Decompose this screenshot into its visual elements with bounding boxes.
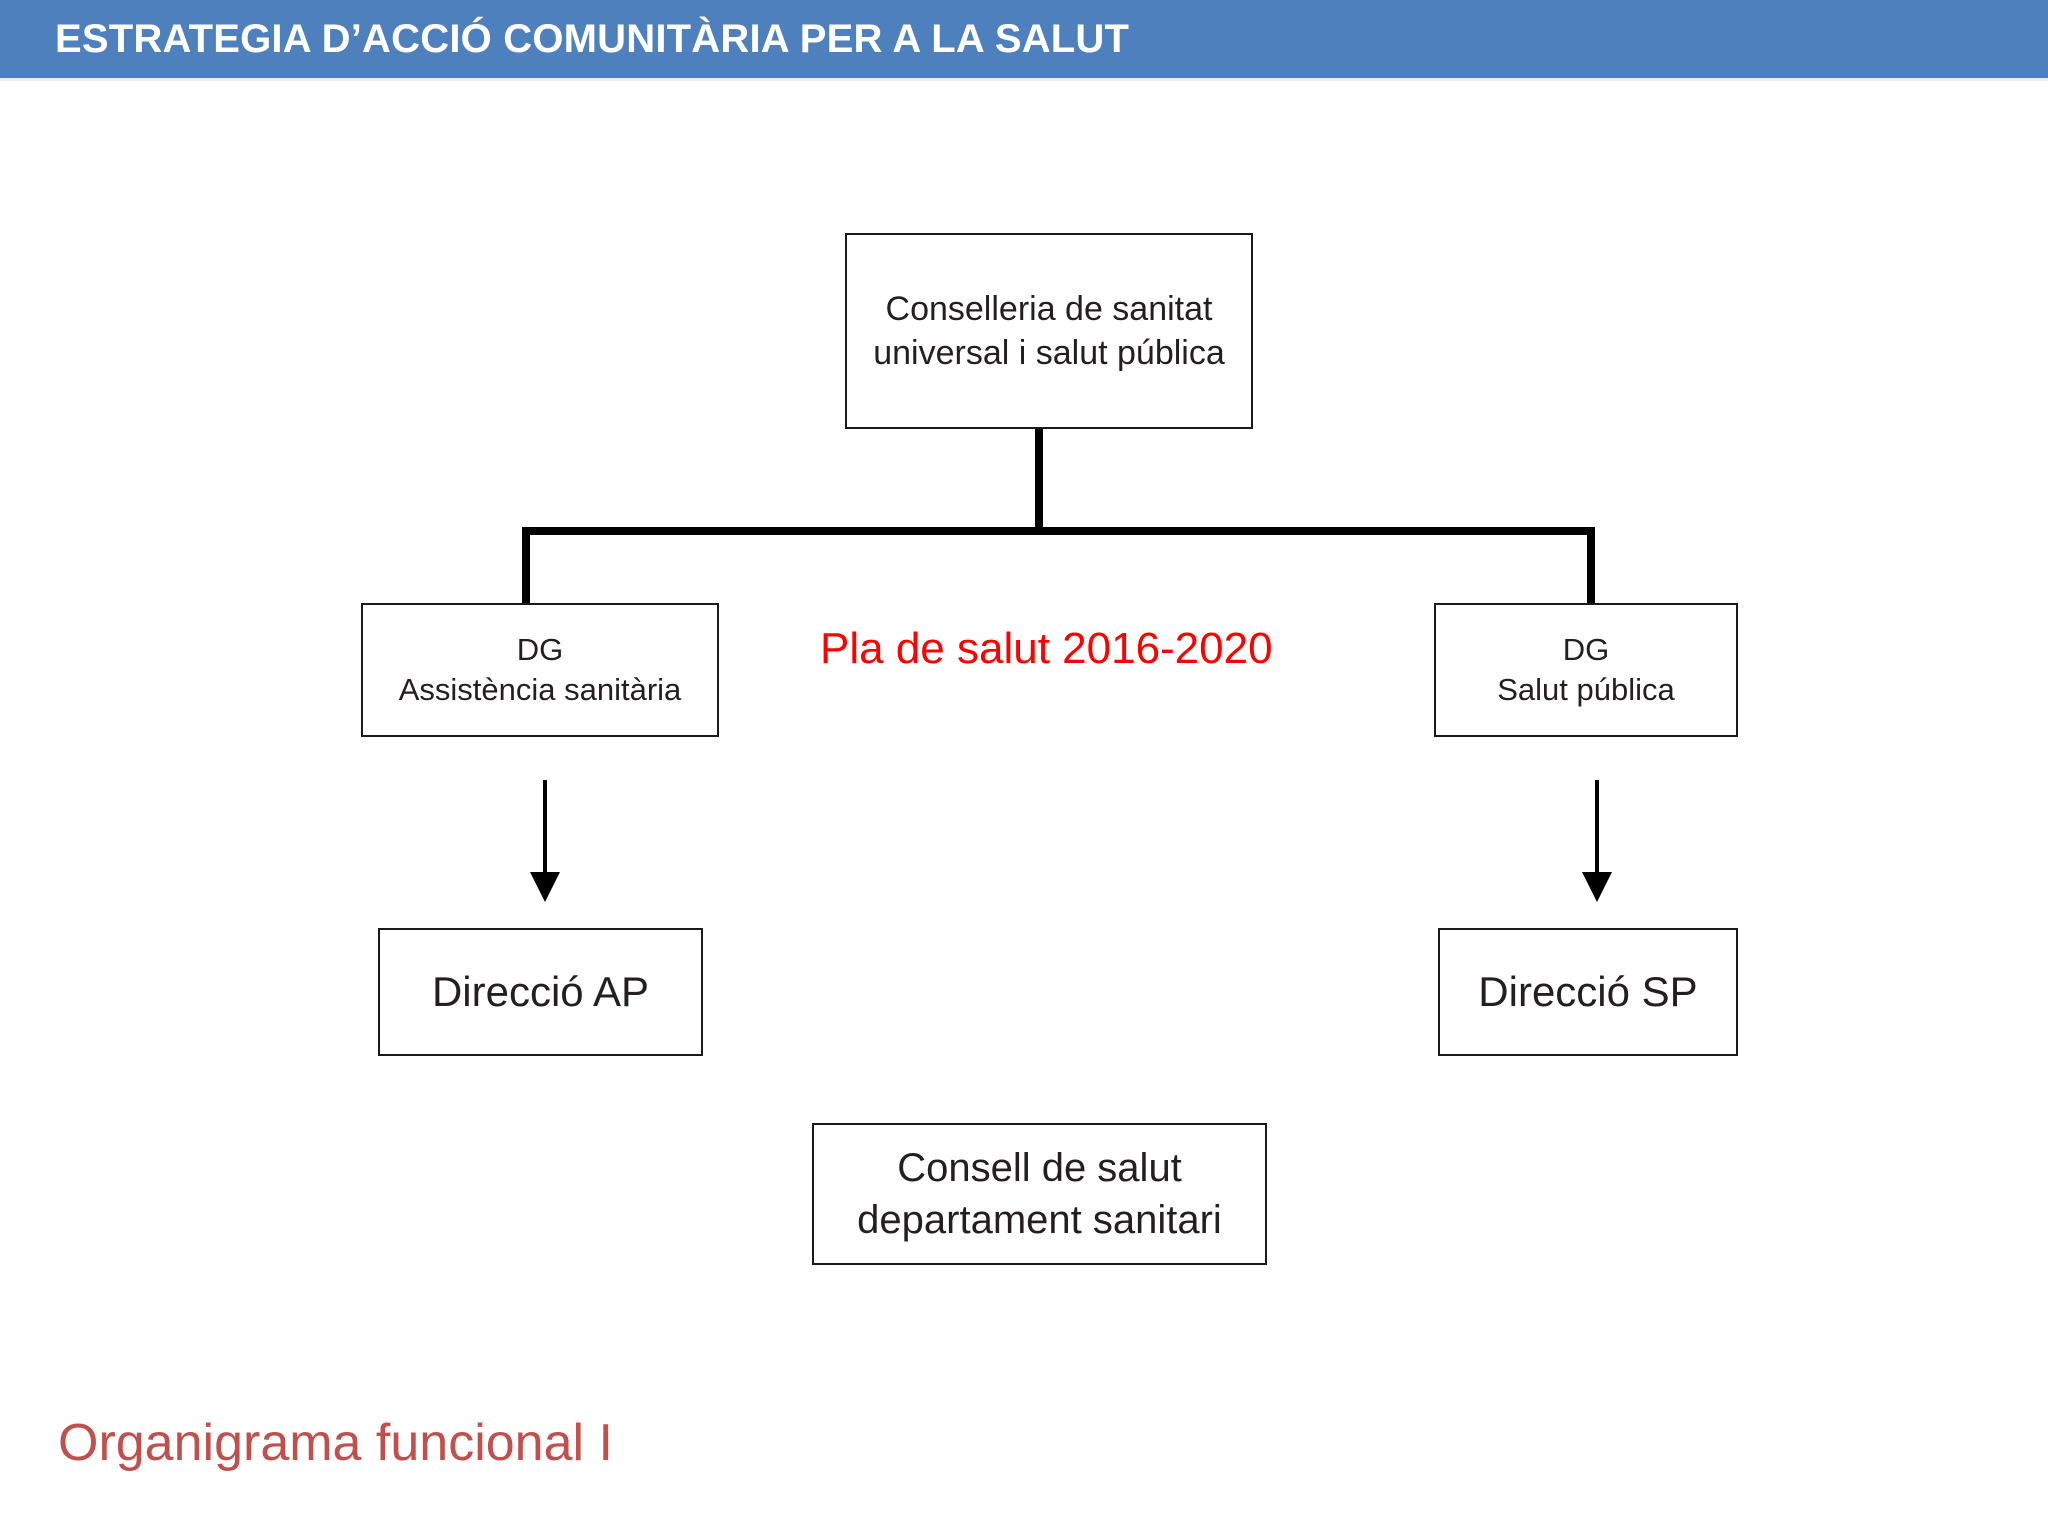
node-dg-salut-line2: Salut pública: [1497, 672, 1675, 707]
node-dg-salut-publica[interactable]: DG Salut pública: [1434, 603, 1738, 737]
footer-caption: Organigrama funcional I: [58, 1414, 613, 1472]
node-direccio-ap[interactable]: Direcció AP: [378, 928, 703, 1056]
arrow-down-right: [1582, 780, 1612, 902]
header-banner: [0, 0, 2048, 78]
node-dg-assistencia-sanitaria[interactable]: DG Assistència sanitària: [361, 603, 719, 737]
node-conselleria[interactable]: Conselleria de sanitat universal i salut…: [845, 233, 1253, 429]
node-dg-assistencia-text: DG Assistència sanitària: [393, 630, 688, 711]
header-banner-underline: [0, 78, 2048, 81]
node-direccio-sp-line1: Direcció SP: [1478, 967, 1698, 1015]
connector-horizontal-bus: [522, 527, 1595, 535]
arrow-down-left: [530, 780, 560, 902]
node-dg-salut-text: DG Salut pública: [1491, 630, 1681, 711]
connector-right-drop: [1587, 527, 1595, 607]
node-dg-assistencia-line1: DG: [516, 631, 564, 667]
node-consell-de-salut[interactable]: Consell de salut departament sanitari: [812, 1123, 1267, 1265]
connector-left-drop: [522, 527, 530, 607]
node-direccio-ap-text: Direcció AP: [426, 965, 655, 1020]
node-consell-line1: Consell de salut: [897, 1146, 1182, 1190]
node-direccio-sp-text: Direcció SP: [1472, 965, 1703, 1020]
node-direccio-ap-line1: Direcció AP: [431, 967, 650, 1015]
node-conselleria-text: Conselleria de sanitat universal i salut…: [867, 287, 1231, 375]
node-dg-salut-line1: DG: [1562, 631, 1610, 667]
node-dg-assistencia-line2: Assistència sanitària: [398, 672, 682, 707]
connector-stem-vertical: [1035, 429, 1043, 534]
node-conselleria-line2: universal i salut pública: [873, 334, 1225, 372]
node-conselleria-line1: Conselleria de sanitat: [885, 289, 1213, 328]
page-title: ESTRATEGIA D’ACCIÓ COMUNITÀRIA PER A LA …: [55, 17, 1130, 61]
node-direccio-sp[interactable]: Direcció SP: [1438, 928, 1738, 1056]
node-consell-text: Consell de salut departament sanitari: [851, 1142, 1228, 1246]
annotation-pla-de-salut: Pla de salut 2016-2020: [820, 624, 1273, 673]
node-consell-line2: departament sanitari: [857, 1198, 1222, 1242]
